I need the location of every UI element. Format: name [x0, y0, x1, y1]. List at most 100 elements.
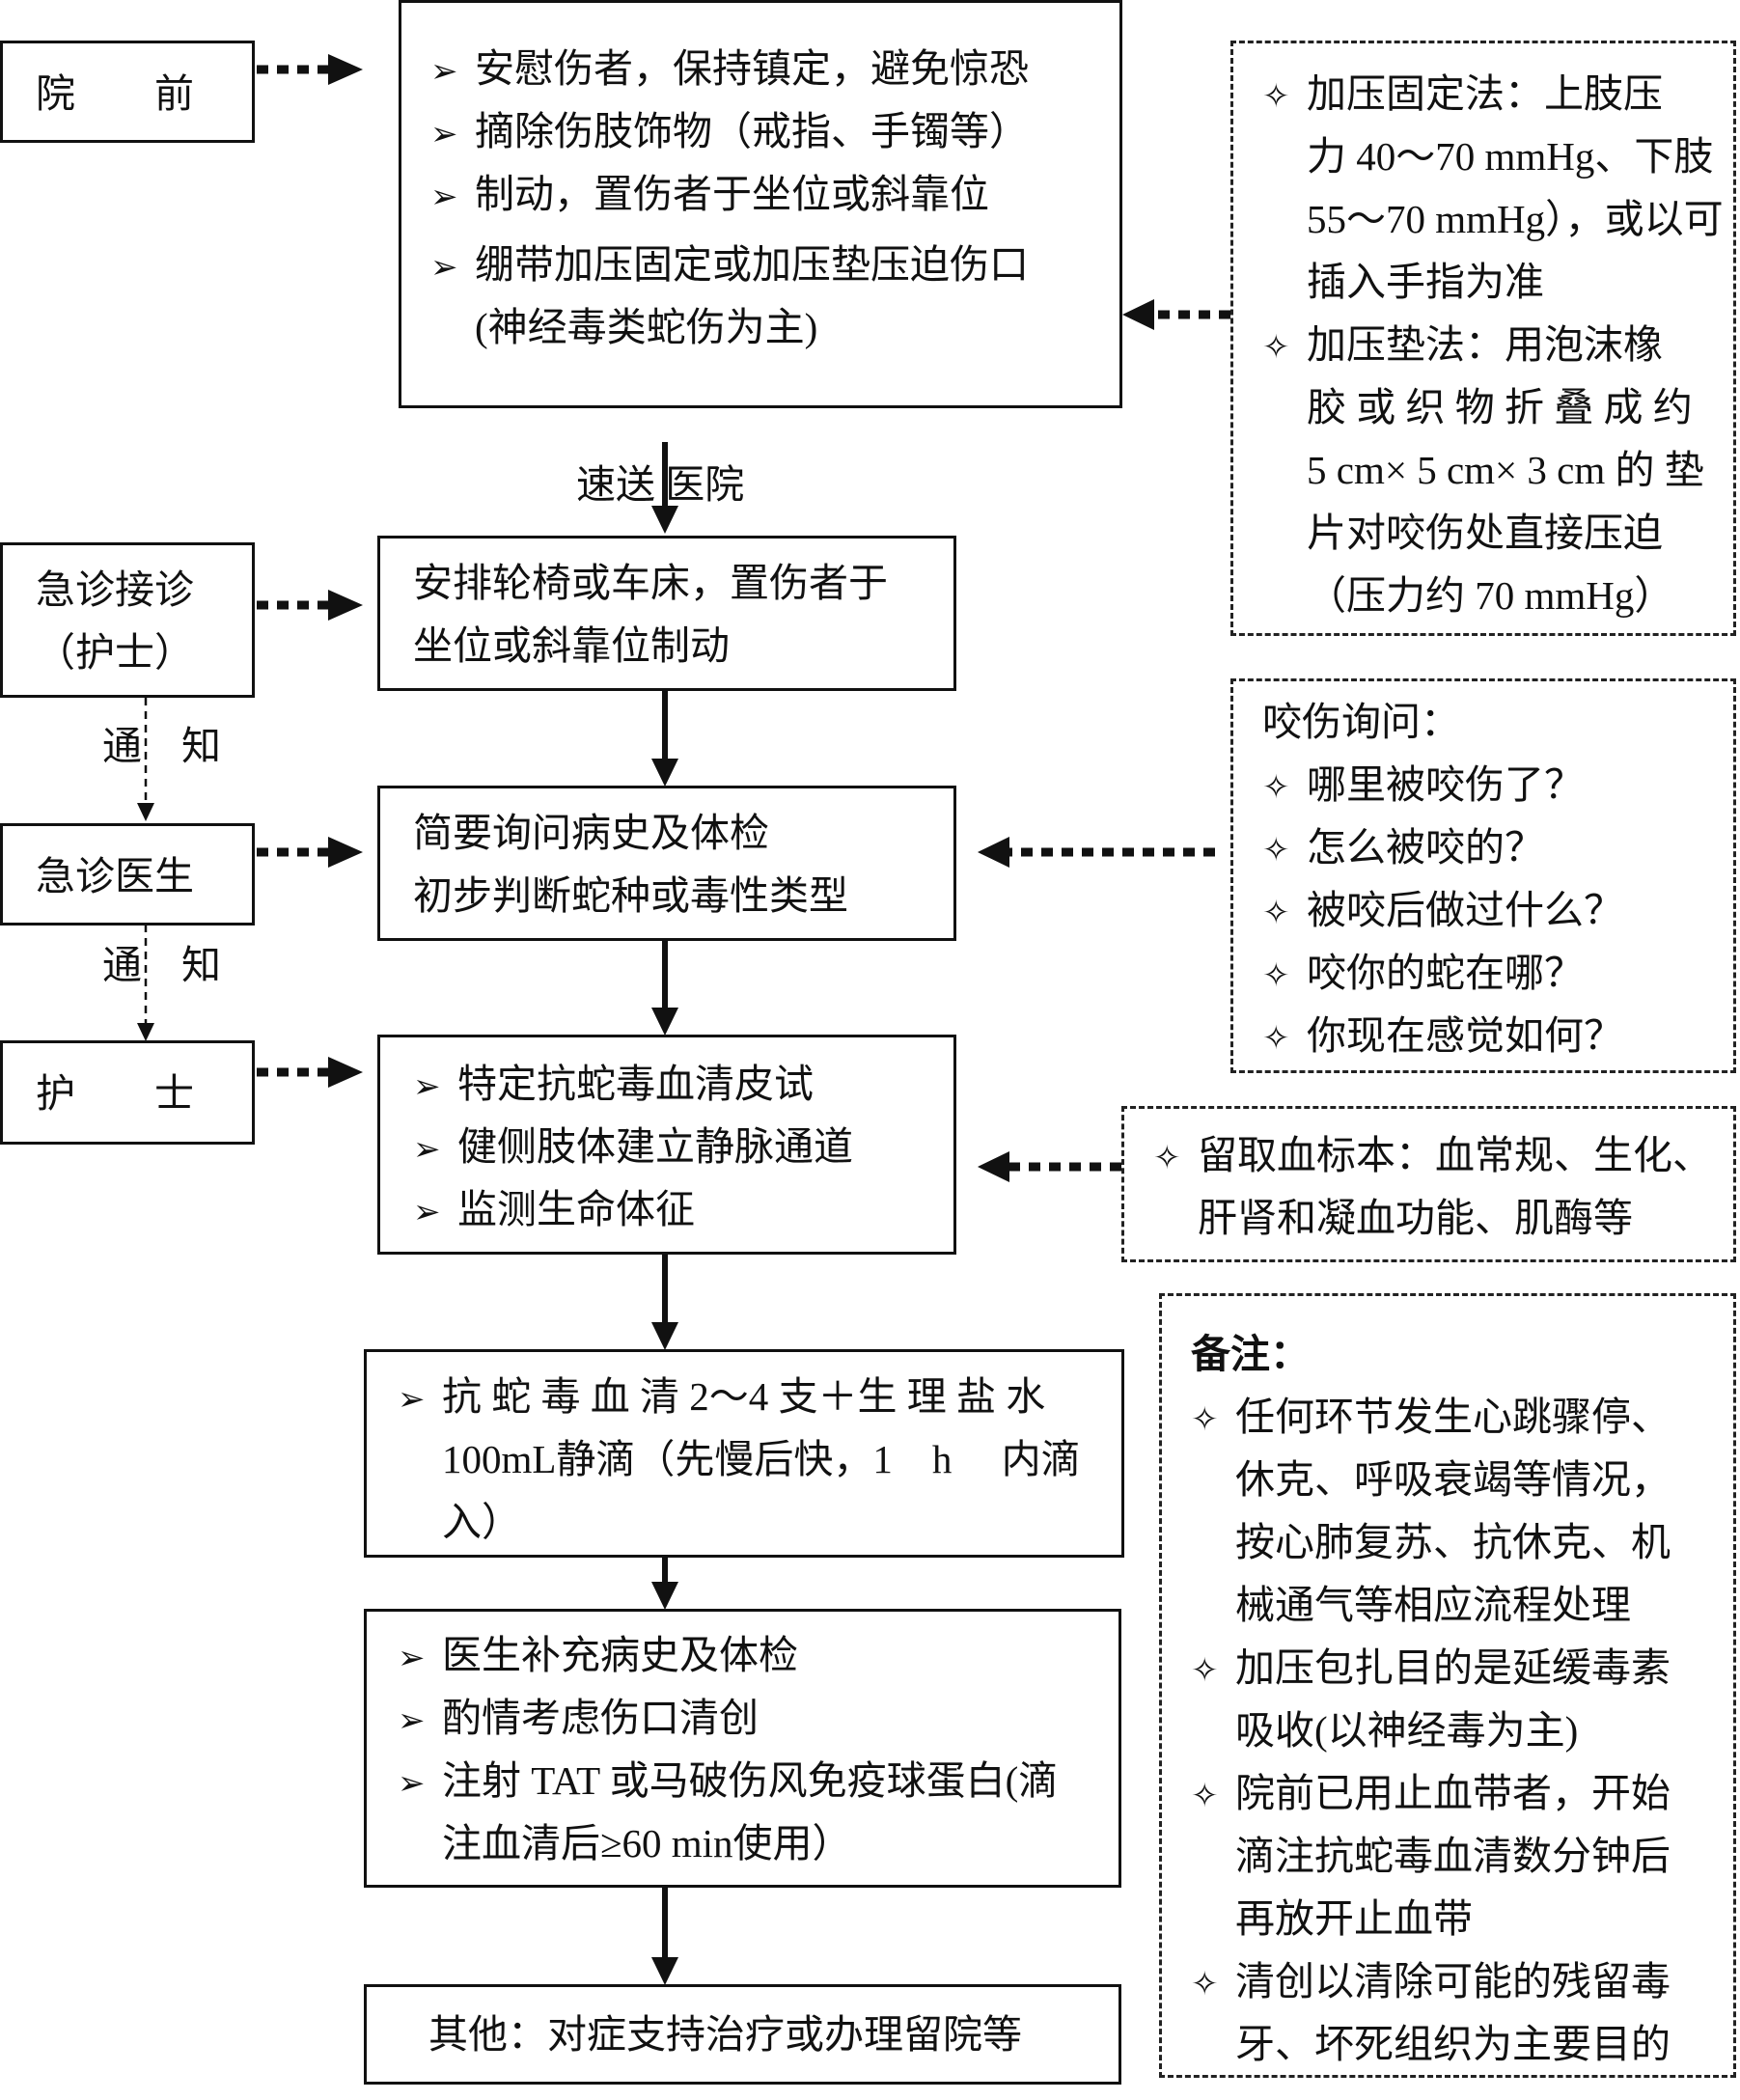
line-text: 任何环节发生心跳骤停、 — [1235, 1395, 1671, 1439]
box-label: 急诊接诊 — [36, 567, 194, 612]
diamond-bullet-icon: ✧ — [1262, 831, 1290, 870]
diamond-bullet-icon: ✧ — [1262, 1019, 1290, 1058]
line-text: 医生补充病史及体检 — [442, 1633, 798, 1677]
line-text: 肝肾和凝血功能、肌酶等 — [1198, 1196, 1633, 1240]
history-line: 简要询问病史及体检 — [413, 802, 953, 865]
arrow-bullet-icon: ➢ — [398, 1380, 426, 1419]
compression-line: 胶 或 织 物 折 叠 成 约 — [1262, 376, 1733, 439]
box-label: 院 前 — [36, 71, 194, 116]
remarks-box: 备注：✧任何环节发生心跳骤停、休克、呼吸衰竭等情况，按心肺复苏、抗休克、机械通气… — [1159, 1293, 1736, 2078]
remarks-line: 休克、呼吸衰竭等情况， — [1191, 1449, 1733, 1511]
compression-line: 5 cm× 5 cm× 3 cm 的 垫 — [1262, 439, 1733, 502]
antivenom-box: ➢ 抗 蛇 毒 血 清 2～4 支＋生 理 盐 水 100mL静滴（先慢后快，1 h… — [364, 1349, 1124, 1558]
line-text: 留取血标本：血常规、生化、 — [1198, 1133, 1712, 1177]
notify-label-2: 通 知 — [102, 943, 221, 987]
line-text: (神经毒类蛇伤为主) — [475, 305, 818, 349]
line-text: 初步判断蛇种或毒性类型 — [413, 873, 848, 918]
line-text: 加压垫法：用泡沫橡 — [1307, 322, 1663, 367]
line-text: 简要询问病史及体检 — [413, 811, 769, 855]
prehospital-steps-line: ➢制动，置伤者于坐位或斜靠位 — [430, 163, 1119, 226]
compression-line: 55～70 mmHg），或以可 — [1262, 188, 1733, 251]
line-text: 摘除伤肢饰物（戒指、手镯等） — [475, 109, 1029, 153]
line-text: 抗 蛇 毒 血 清 2～4 支＋生 理 盐 水 — [442, 1374, 1046, 1419]
notify-label-1: 通 知 — [102, 724, 221, 768]
line-text: 械通气等相应流程处理 — [1235, 1583, 1631, 1627]
remarks-line: 吸收(以神经毒为主) — [1191, 1699, 1733, 1762]
diamond-bullet-icon: ✧ — [1191, 1965, 1219, 2003]
diamond-bullet-icon: ✧ — [1153, 1139, 1181, 1177]
diamond-bullet-icon: ✧ — [1262, 77, 1290, 116]
other-line: 其他：对症支持治疗或办理留院等 — [428, 2003, 1119, 2066]
arrow-bullet-icon: ➢ — [430, 178, 458, 216]
compression-line: （压力约 70 mmHg） — [1262, 565, 1733, 627]
line-text: 吸收(以神经毒为主) — [1235, 1708, 1579, 1753]
wheelchair-line: 坐位或斜靠位制动 — [413, 615, 953, 677]
bite-inquiry-line: ✧怎么被咬的？ — [1262, 816, 1733, 879]
arrow-bullet-icon: ➢ — [413, 1193, 441, 1231]
line-text: 咬伤询问： — [1262, 700, 1460, 744]
line-text: 安慰伤者，保持镇定，避免惊恐 — [475, 46, 1029, 91]
bite-inquiry-line: ✧ 咬你的蛇在哪？ — [1262, 942, 1733, 1005]
line-text: 片对咬伤处直接压迫 — [1307, 511, 1663, 555]
line-text: （压力约 70 mmHg） — [1307, 573, 1674, 618]
line-text: 备注： — [1191, 1332, 1310, 1376]
remarks-line: 牙、坏死组织为主要目的 — [1191, 2013, 1733, 2076]
doctor-supplement-line: 注血清后≥60 min使用） — [398, 1812, 1119, 1875]
remarks-line: 备注： — [1191, 1323, 1733, 1386]
diamond-bullet-icon: ✧ — [1262, 328, 1290, 367]
remarks-line: ✧清创以清除可能的残留毒 — [1191, 1950, 1733, 2013]
line-text: 100mL静滴（先慢后快，1 h 内滴 — [442, 1437, 1081, 1481]
skin-test-line: ➢ 监测生命体征 — [413, 1178, 953, 1241]
bite-inquiry-line: ✧你现在感觉如何？ — [1262, 1005, 1733, 1067]
line-text: 休克、呼吸衰竭等情况， — [1235, 1457, 1671, 1502]
line-text: 胶 或 织 物 折 叠 成 约 — [1307, 385, 1693, 429]
diamond-bullet-icon: ✧ — [1262, 894, 1290, 932]
remarks-line: ✧院前已用止血带者，开始 — [1191, 1762, 1733, 1825]
line-text: 55～70 mmHg），或以可 — [1307, 197, 1724, 241]
line-text: 安排轮椅或车床，置伤者于 — [413, 561, 888, 605]
line-text: 特定抗蛇毒血清皮试 — [457, 1062, 814, 1106]
er-reception-line: 急诊接诊 — [36, 559, 252, 622]
line-text: 监测生命体征 — [457, 1187, 695, 1231]
bite-inquiry-line: ✧ 哪里被咬伤了？ — [1262, 754, 1733, 816]
remarks-line: ✧加压包扎目的是延缓毒素 — [1191, 1637, 1733, 1699]
wheelchair-line: 安排轮椅或车床，置伤者于 — [413, 552, 953, 615]
diamond-bullet-icon: ✧ — [1262, 768, 1290, 807]
line-text: 注血清后≥60 min使用） — [442, 1821, 852, 1865]
doctor-supplement-line: ➢医生补充病史及体检 — [398, 1624, 1119, 1687]
er-reception-box: 急诊接诊（护士） — [0, 542, 255, 698]
nurse-box: 护 士 — [0, 1040, 255, 1145]
line-text: 加压包扎目的是延缓毒素 — [1235, 1645, 1671, 1690]
line-text: 被咬后做过什么？ — [1307, 888, 1623, 932]
line-text: 院前已用止血带者，开始 — [1235, 1771, 1671, 1815]
arrow-bullet-icon: ➢ — [430, 52, 458, 91]
prehospital-steps-line: (神经毒类蛇伤为主) — [430, 296, 1119, 359]
remarks-line: 械通气等相应流程处理 — [1191, 1574, 1733, 1637]
bite-inquiry-line: ✧ 被咬后做过什么？ — [1262, 879, 1733, 942]
line-text: 其他：对症支持治疗或办理留院等 — [428, 2012, 1022, 2057]
line-text: 滴注抗蛇毒血清数分钟后 — [1235, 1834, 1671, 1878]
prehospital-steps-line: ➢摘除伤肢饰物（戒指、手镯等） — [430, 100, 1119, 163]
line-text: 坐位或斜靠位制动 — [413, 623, 730, 668]
box-label: 护 士 — [36, 1071, 194, 1116]
line-text: 咬你的蛇在哪？ — [1307, 951, 1584, 995]
er-doctor-box: 急诊医生 — [0, 823, 255, 926]
bite-inquiry-line: 咬伤询问： — [1262, 691, 1733, 754]
arrow-bullet-icon: ➢ — [430, 248, 458, 287]
diamond-bullet-icon: ✧ — [1191, 1400, 1219, 1439]
line-text: 插入手指为准 — [1307, 260, 1544, 304]
remarks-line: 滴注抗蛇毒血清数分钟后 — [1191, 1825, 1733, 1888]
other-box: 其他：对症支持治疗或办理留院等 — [364, 1984, 1121, 2085]
compression-line: ✧ 加压垫法：用泡沫橡 — [1262, 314, 1733, 376]
doctor-supplement-line: ➢酌情考虑伤口清创 — [398, 1687, 1119, 1750]
compression-line: 片对咬伤处直接压迫 — [1262, 502, 1733, 565]
line-text: 哪里被咬伤了？ — [1307, 762, 1584, 807]
compression-line: 力 40～70 mmHg、下肢 — [1262, 125, 1733, 188]
remarks-line: 再放开止血带 — [1191, 1888, 1733, 1950]
line-text: 再放开止血带 — [1235, 1896, 1473, 1941]
blood-sample-box: ✧ 留取血标本：血常规、生化、肝肾和凝血功能、肌酶等 — [1121, 1106, 1736, 1262]
diamond-bullet-icon: ✧ — [1262, 956, 1290, 995]
history-line: 初步判断蛇种或毒性类型 — [413, 865, 953, 927]
